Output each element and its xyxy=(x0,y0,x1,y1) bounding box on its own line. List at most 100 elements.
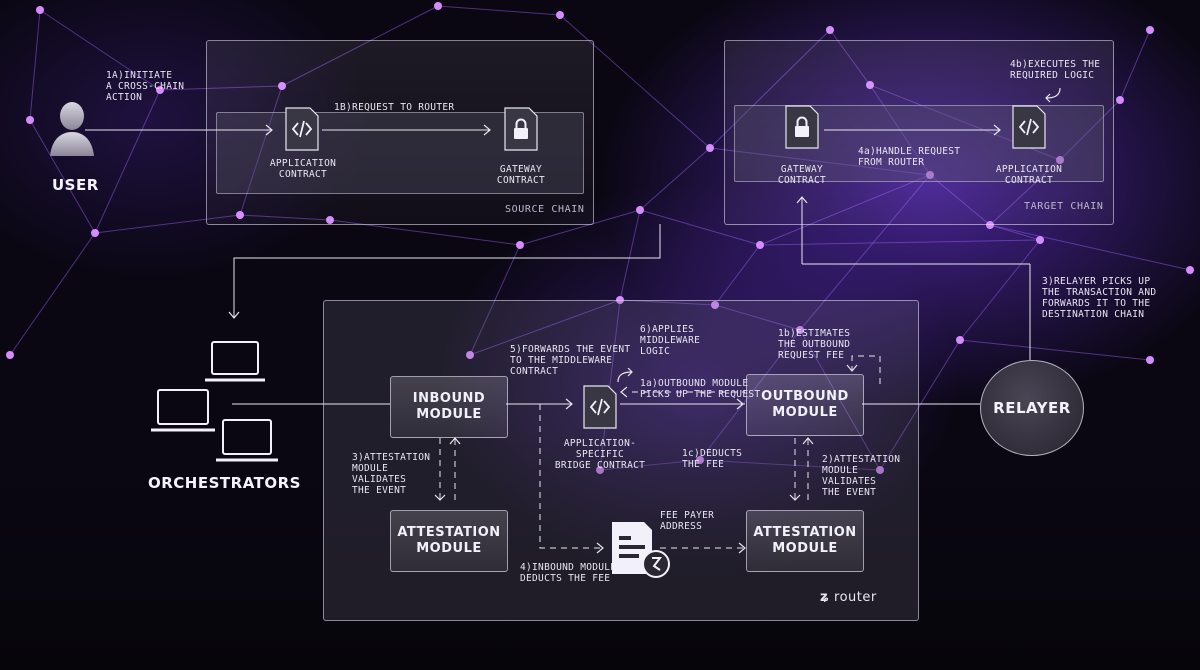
network-node xyxy=(1146,26,1154,34)
network-link xyxy=(239,85,283,216)
network-node xyxy=(1056,156,1064,164)
inbound-module: INBOUND MODULE xyxy=(390,376,508,438)
code-icon xyxy=(285,107,319,151)
step-4b-label: 4b)EXECUTES THE REQUIRED LOGIC xyxy=(1010,59,1101,81)
network-node xyxy=(466,351,474,359)
attestation-module-right: ATTESTATION MODULE xyxy=(746,510,864,572)
lock-icon xyxy=(785,105,819,149)
fee-payer-label: FEE PAYER ADDRESS xyxy=(660,510,715,532)
router-brand-text: router xyxy=(834,590,877,605)
target-gateway-label: GATEWAY CONTRACT xyxy=(777,164,827,186)
network-link xyxy=(94,214,241,234)
network-node xyxy=(636,206,644,214)
network-link xyxy=(709,29,831,149)
network-node xyxy=(706,144,714,152)
lock-icon xyxy=(504,107,538,151)
network-link xyxy=(559,14,711,149)
network-node xyxy=(36,6,44,14)
router-brand: ʑ router xyxy=(820,590,877,605)
network-node xyxy=(1146,356,1154,364)
network-node xyxy=(756,241,764,249)
laptop-icon xyxy=(205,341,265,382)
network-link xyxy=(929,174,991,226)
user-icon xyxy=(50,102,94,156)
router-logo-icon: ʑ xyxy=(820,590,830,605)
network-node xyxy=(711,301,719,309)
network-link xyxy=(989,159,1061,226)
network-link xyxy=(829,29,871,86)
network-node xyxy=(278,82,286,90)
network-link xyxy=(989,224,1041,241)
user-label: USER xyxy=(52,176,99,194)
network-link xyxy=(469,299,621,356)
source-gateway-label: GATEWAY CONTRACT xyxy=(496,164,546,186)
source-chain-label: SOURCE CHAIN xyxy=(505,204,585,215)
loop-arrow-icon xyxy=(617,368,633,383)
network-node xyxy=(1116,96,1124,104)
step-6-label: 6)APPLIES MIDDLEWARE LOGIC xyxy=(640,324,701,357)
network-node xyxy=(516,241,524,249)
network-link xyxy=(159,85,283,91)
network-link xyxy=(1119,29,1151,101)
network-link xyxy=(989,224,1191,271)
network-node xyxy=(434,2,442,10)
network-link xyxy=(714,304,801,331)
network-node xyxy=(6,351,14,359)
laptop-icon xyxy=(151,389,215,432)
step-1c-label: 1c)DEDUCTS THE FEE xyxy=(682,448,743,470)
network-link xyxy=(519,209,641,246)
network-node xyxy=(1186,266,1194,274)
network-node xyxy=(26,116,34,124)
network-node xyxy=(866,81,874,89)
code-icon xyxy=(583,385,617,429)
relayer-node: RELAYER xyxy=(980,360,1084,456)
network-node xyxy=(796,326,804,334)
network-link xyxy=(959,239,1041,341)
network-link xyxy=(9,232,96,356)
network-link xyxy=(959,339,1151,361)
network-node xyxy=(326,216,334,224)
network-link xyxy=(759,174,931,246)
step-1B-label: 1B)REQUEST TO ROUTER xyxy=(334,102,455,113)
network-node xyxy=(156,86,164,94)
step-5-label: 5)FORWARDS THE EVENT TO THE MIDDLEWARE C… xyxy=(510,344,631,377)
network-node xyxy=(926,171,934,179)
network-link xyxy=(619,209,641,301)
source-app-contract-label: APPLICATION CONTRACT xyxy=(269,158,337,180)
target-app-contract-label: APPLICATION CONTRACT xyxy=(995,164,1063,186)
network-link xyxy=(29,119,96,234)
network-link xyxy=(437,5,561,16)
network-node xyxy=(826,26,834,34)
network-link xyxy=(799,174,931,331)
network-node xyxy=(1036,236,1044,244)
code-icon xyxy=(1012,105,1046,149)
network-node xyxy=(236,211,244,219)
network-node xyxy=(556,11,564,19)
laptop-icon xyxy=(216,419,278,462)
network-link xyxy=(39,9,161,91)
step-4a-label: 4a)HANDLE REQUEST FROM ROUTER xyxy=(858,146,961,168)
outbound-module: OUTBOUND MODULE xyxy=(746,374,864,436)
orchestrators-label: ORCHESTRATORS xyxy=(148,474,301,492)
loop-arrow-icon xyxy=(1045,87,1061,103)
network-link xyxy=(639,209,761,246)
network-link xyxy=(239,214,331,221)
attestation-module-left: ATTESTATION MODULE xyxy=(390,510,508,572)
network-link xyxy=(714,244,761,306)
bridge-contract-label: APPLICATION-SPECIFIC BRIDGE CONTRACT xyxy=(554,438,646,471)
step-3-attestation-label: 3)ATTESTATION MODULE VALIDATES THE EVENT xyxy=(352,452,431,496)
step-4-inbound-label: 4)INBOUND MODULE DEDUCTS THE FEE xyxy=(520,562,617,584)
network-link xyxy=(94,89,161,234)
network-link xyxy=(281,5,439,87)
step-1A-label: 1A)INITIATE A CROSS-CHAIN ACTION xyxy=(106,70,185,103)
network-node xyxy=(956,336,964,344)
network-node xyxy=(986,221,994,229)
step-3-relayer-label: 3)RELAYER PICKS UP THE TRANSACTION AND F… xyxy=(1042,276,1157,320)
network-link xyxy=(1059,99,1121,161)
network-link xyxy=(29,9,41,121)
fee-document-icon xyxy=(612,522,670,578)
network-node xyxy=(91,229,99,237)
step-1b-label: 1b)ESTIMATES THE OUTBOUND REQUEST FEE xyxy=(778,328,851,361)
